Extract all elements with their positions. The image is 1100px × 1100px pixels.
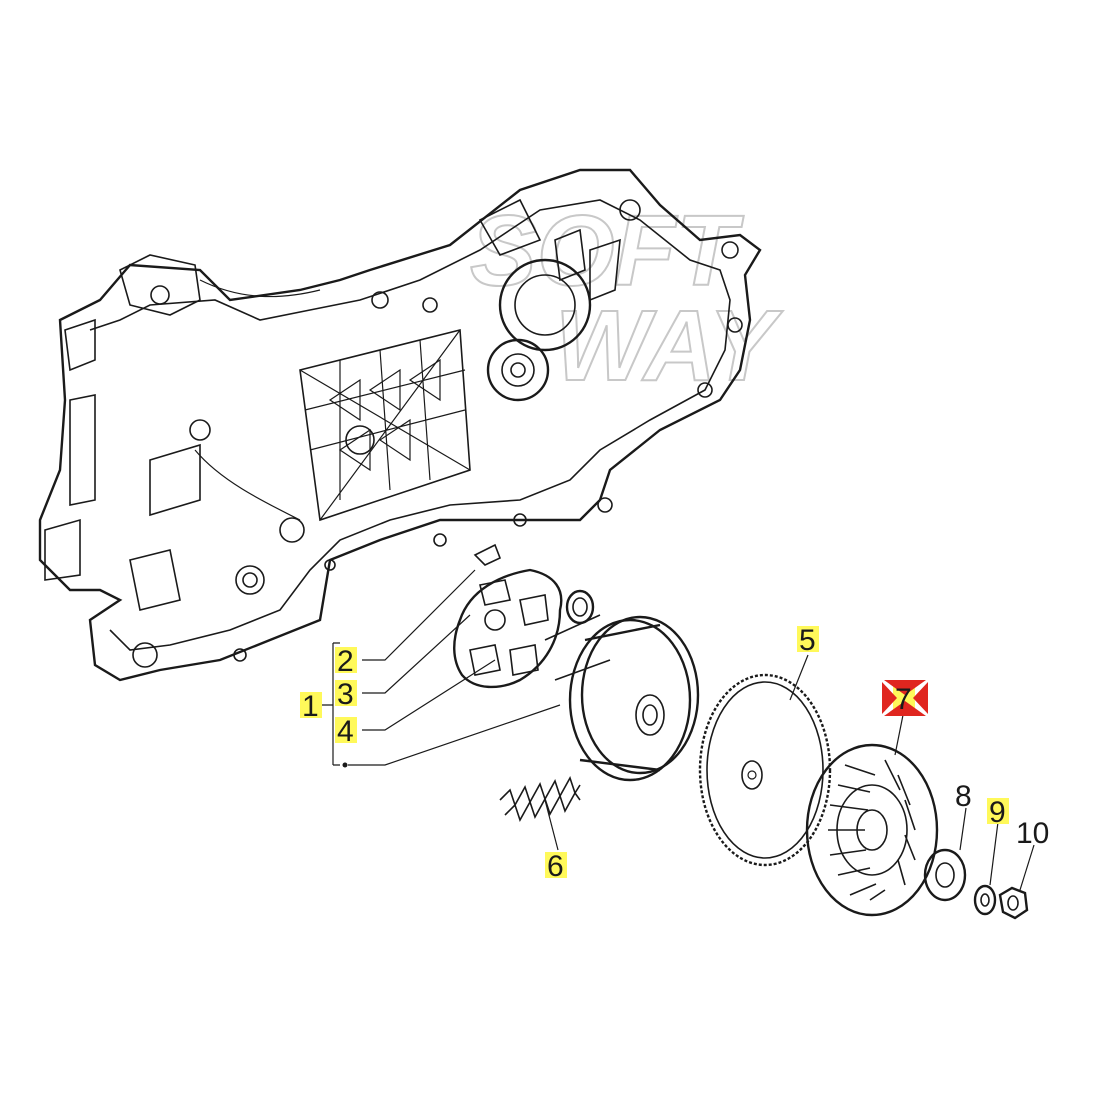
variator-assembly [453, 543, 700, 782]
callout-6: 6 [545, 850, 567, 883]
callout-4: 4 [335, 715, 357, 748]
callout-9: 9 [987, 796, 1009, 829]
callout-10-text: 10 [1016, 817, 1049, 850]
fan-pulley [805, 743, 939, 917]
callout-7-text: 7 [895, 683, 912, 716]
callout-9-text: 9 [989, 796, 1006, 829]
callout-10: 10 [1016, 817, 1049, 850]
torque-spring [499, 776, 581, 822]
callout-5: 5 [797, 624, 819, 657]
callout-1-text: 1 [302, 690, 319, 723]
watermark-line2: WAY [555, 290, 784, 402]
callout-4-text: 4 [337, 715, 354, 748]
callout-8: 8 [955, 780, 972, 813]
watermark: SOFT WAY [469, 194, 785, 403]
callout-2: 2 [335, 645, 357, 678]
callout-7: 7 [882, 680, 928, 716]
leader-lines [322, 569, 1035, 891]
watermark-line1: SOFT [470, 195, 745, 307]
fasteners [923, 848, 1029, 920]
ring-gear [698, 673, 832, 867]
callout-1: 1 [300, 690, 322, 723]
crankcase-housing [38, 168, 762, 682]
callout-8-text: 8 [955, 780, 972, 813]
callout-3: 3 [335, 678, 357, 711]
callout-2-text: 2 [337, 645, 354, 678]
callout-3-text: 3 [337, 678, 354, 711]
callout-6-text: 6 [547, 850, 564, 883]
callout-5-text: 5 [799, 624, 816, 657]
red-arrow-marker-icon [882, 680, 928, 716]
